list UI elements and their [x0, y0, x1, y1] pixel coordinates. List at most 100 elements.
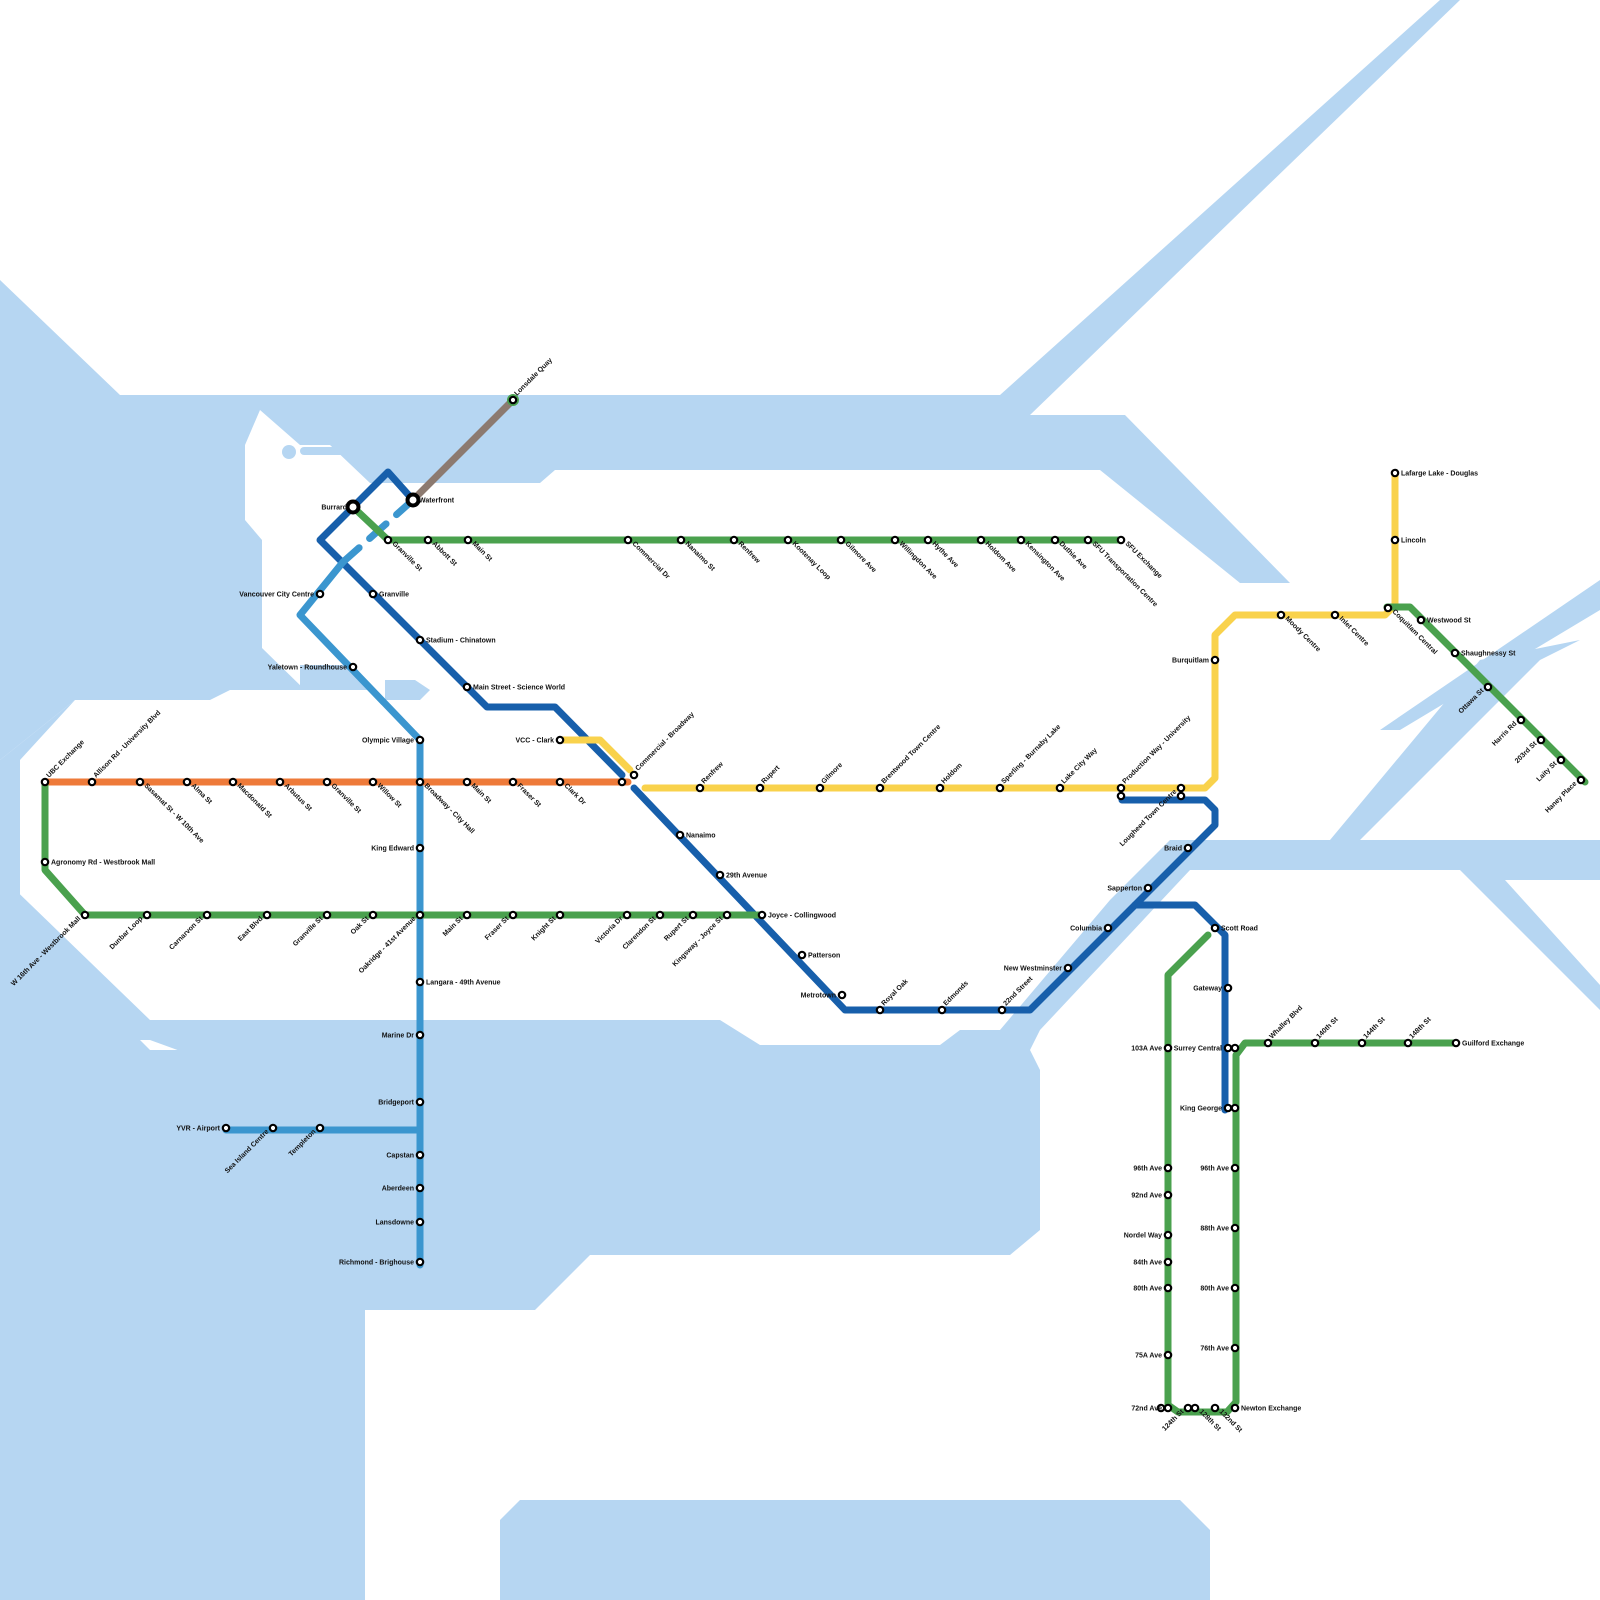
station-marker[interactable] — [142, 910, 152, 920]
station-marker[interactable] — [415, 635, 425, 645]
station-marker[interactable] — [463, 535, 473, 545]
station-marker[interactable] — [228, 777, 238, 787]
station-marker[interactable] — [1163, 1350, 1173, 1360]
station-carnarvon[interactable] — [202, 910, 212, 920]
station-marker[interactable] — [322, 910, 332, 920]
station-oak[interactable] — [368, 910, 378, 920]
station-marker[interactable] — [1230, 1403, 1240, 1413]
station-metrotown[interactable] — [837, 990, 847, 1000]
station-marker[interactable] — [555, 910, 565, 920]
station-ave29[interactable] — [715, 870, 725, 880]
station-marker[interactable] — [221, 1123, 231, 1133]
station-royal-oak[interactable] — [875, 1005, 885, 1015]
station-inlet[interactable] — [1330, 610, 1340, 620]
station-macdonald[interactable] — [228, 777, 238, 787]
station-braid[interactable] — [1183, 843, 1193, 853]
station-newton[interactable] — [1230, 1403, 1240, 1413]
station-marker[interactable] — [182, 777, 192, 787]
station-s148[interactable] — [1403, 1038, 1413, 1048]
station-sea-island[interactable] — [268, 1123, 278, 1133]
station-surrey-central[interactable] — [1223, 1043, 1233, 1053]
station-marker[interactable] — [555, 777, 565, 787]
station-vcc-clark[interactable] — [555, 735, 565, 745]
station-lonsdale[interactable] — [508, 395, 518, 405]
station-ave80w[interactable] — [1163, 1283, 1173, 1293]
station-marker[interactable] — [1190, 1403, 1200, 1413]
station-alma[interactable] — [182, 777, 192, 787]
station-olympic[interactable] — [415, 735, 425, 745]
station-sfu-ex[interactable] — [1116, 535, 1126, 545]
station-marker[interactable] — [1516, 715, 1526, 725]
station-s128[interactable] — [1190, 1403, 1200, 1413]
station-marker[interactable] — [1116, 783, 1126, 793]
station-willow[interactable] — [368, 777, 378, 787]
station-marker[interactable] — [508, 777, 518, 787]
station-bridgeport[interactable] — [415, 1097, 425, 1107]
station-marker[interactable] — [1403, 1038, 1413, 1048]
station-marker[interactable] — [1263, 1038, 1273, 1048]
station-bway-city[interactable] — [415, 777, 425, 787]
station-burrard[interactable] — [345, 499, 361, 515]
station-moody[interactable] — [1276, 610, 1286, 620]
station-marker[interactable] — [1390, 468, 1400, 478]
station-marker[interactable] — [80, 910, 90, 920]
station-marker[interactable] — [315, 589, 325, 599]
station-marker[interactable] — [1163, 1403, 1173, 1413]
station-hythe[interactable] — [923, 535, 933, 545]
station-haney[interactable] — [1576, 775, 1586, 785]
station-ave88[interactable] — [1230, 1223, 1240, 1233]
station-main-sw[interactable] — [462, 682, 472, 692]
station-marker[interactable] — [1310, 1038, 1320, 1048]
station-clarendon[interactable] — [655, 910, 665, 920]
station-marker[interactable] — [462, 682, 472, 692]
station-marker[interactable] — [415, 1217, 425, 1227]
station-kingsway[interactable] — [722, 910, 732, 920]
station-marker[interactable] — [415, 1183, 425, 1193]
station-marker[interactable] — [1451, 1038, 1461, 1048]
station-marker[interactable] — [783, 535, 793, 545]
station-laity[interactable] — [1556, 755, 1566, 765]
station-marker[interactable] — [836, 535, 846, 545]
station-whalley[interactable] — [1263, 1038, 1273, 1048]
station-lincoln[interactable] — [1390, 535, 1400, 545]
station-marker[interactable] — [368, 777, 378, 787]
station-marker[interactable] — [415, 777, 425, 787]
station-patterson[interactable] — [797, 950, 807, 960]
station-marker[interactable] — [1450, 648, 1460, 658]
station-marker[interactable] — [1357, 1038, 1367, 1048]
station-lansdowne[interactable] — [415, 1217, 425, 1227]
station-agronomy[interactable] — [40, 857, 50, 867]
station-marker[interactable] — [87, 777, 97, 787]
station-marker[interactable] — [368, 910, 378, 920]
station-yvr[interactable] — [221, 1123, 231, 1133]
station-marker[interactable] — [1055, 783, 1065, 793]
station-ave96e[interactable] — [1230, 1163, 1240, 1173]
station-marker[interactable] — [935, 783, 945, 793]
station-brentwood[interactable] — [875, 783, 885, 793]
station-harris[interactable] — [1516, 715, 1526, 725]
station-marker[interactable] — [415, 735, 425, 745]
station-marker[interactable] — [405, 492, 421, 508]
station-king-edward[interactable] — [415, 843, 425, 853]
station-marker[interactable] — [345, 499, 361, 515]
interchange-marker[interactable] — [1230, 1103, 1240, 1113]
station-knight[interactable] — [555, 910, 565, 920]
station-ave96w[interactable] — [1163, 1163, 1173, 1173]
station-marker[interactable] — [415, 910, 425, 920]
station-marker[interactable] — [1103, 923, 1113, 933]
station-kensington[interactable] — [1016, 535, 1026, 545]
station-marker[interactable] — [1330, 610, 1340, 620]
station-marker[interactable] — [555, 735, 565, 745]
station-marker[interactable] — [1163, 1230, 1173, 1240]
station-s144[interactable] — [1357, 1038, 1367, 1048]
station-sapperton[interactable] — [1143, 883, 1153, 893]
station-marker[interactable] — [1223, 983, 1233, 993]
station-arbutus[interactable] — [275, 777, 285, 787]
station-marker[interactable] — [275, 777, 285, 787]
station-marker[interactable] — [1116, 535, 1126, 545]
station-ave103a[interactable] — [1163, 1043, 1173, 1053]
station-sasamat[interactable] — [135, 777, 145, 787]
station-marker[interactable] — [462, 910, 472, 920]
station-east-blvd[interactable] — [262, 910, 272, 920]
station-ave72[interactable] — [1163, 1403, 1173, 1413]
